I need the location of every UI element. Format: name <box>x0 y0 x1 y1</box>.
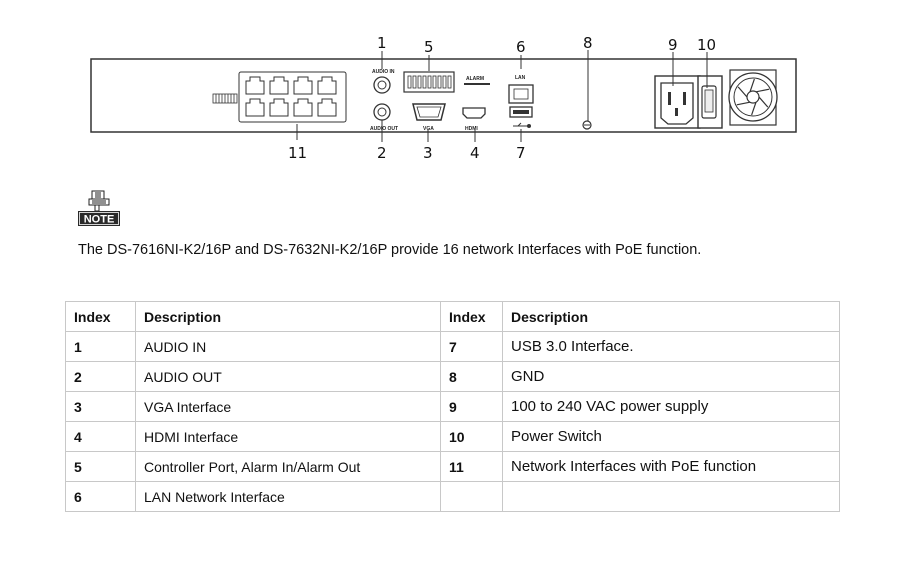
terminal-pin <box>447 75 452 89</box>
usb-icon <box>513 122 531 128</box>
audio-out-port: AUDIO OUT <box>370 103 398 132</box>
table-row: 1 AUDIO IN 7 USB 3.0 Interface. <box>65 331 840 362</box>
cell-description: 100 to 240 VAC power supply <box>502 391 840 422</box>
rj45-port <box>245 76 265 95</box>
cell-index: 4 <box>65 421 136 452</box>
terminal-pin <box>442 75 447 89</box>
cell-description: GND <box>502 361 840 392</box>
hdmi-label: HDMI <box>465 126 478 132</box>
cell-description: LAN Network Interface <box>135 481 441 512</box>
callout-11: 11 <box>288 144 307 162</box>
fan-blade <box>758 96 769 108</box>
cell-description: VGA Interface <box>135 391 441 422</box>
power-inlet <box>654 75 701 129</box>
rj45-port <box>317 98 337 117</box>
cell-description: Controller Port, Alarm In/Alarm Out <box>135 451 441 482</box>
cell-description <box>502 481 840 512</box>
terminal-pin <box>437 75 442 89</box>
callout-8: 8 <box>583 34 593 52</box>
callout-5: 5 <box>424 38 434 56</box>
fan-blade <box>751 102 757 116</box>
rj45-port <box>317 76 337 95</box>
rj45-port <box>245 98 265 117</box>
table-row: 6 LAN Network Interface <box>65 481 840 512</box>
table-row: 5 Controller Port, Alarm In/Alarm Out 11… <box>65 451 840 482</box>
usb-port <box>509 106 533 118</box>
fan-blade <box>737 86 748 98</box>
vga-port: VGA <box>412 103 446 132</box>
terminal-pin <box>417 75 422 89</box>
power-switch <box>697 75 723 129</box>
fan-blade <box>749 78 755 92</box>
terminal-pin <box>412 75 417 89</box>
hdmi-port: HDMI <box>462 107 486 132</box>
lan-label: LAN <box>515 75 526 81</box>
cell-index: 6 <box>65 481 136 512</box>
rj45-port <box>293 98 313 117</box>
rj45-port <box>293 76 313 95</box>
callout-numbers: 1 2 3 4 5 6 7 8 9 10 11 <box>288 34 716 162</box>
callout-2: 2 <box>377 144 387 162</box>
audio-out-label: AUDIO OUT <box>370 126 398 132</box>
callout-6: 6 <box>516 38 526 56</box>
cell-description: AUDIO OUT <box>135 361 441 392</box>
alarm-label: ALARM <box>466 76 484 82</box>
table-row: 4 HDMI Interface 10 Power Switch <box>65 421 840 452</box>
gnd-terminal <box>582 120 592 130</box>
callout-leaders <box>296 50 708 142</box>
cell-index: 5 <box>65 451 136 482</box>
cell-index: 3 <box>65 391 136 422</box>
note-text: The DS-7616NI-K2/16P and DS-7632NI-K2/16… <box>78 242 702 258</box>
audio-in-port: AUDIO IN <box>372 69 395 94</box>
header-description-2: Description <box>502 301 840 332</box>
header-description-1: Description <box>135 301 441 332</box>
audio-in-label: AUDIO IN <box>372 69 395 75</box>
callout-9: 9 <box>668 36 678 54</box>
cell-description: Network Interfaces with PoE function <box>502 451 840 482</box>
header-index-1: Index <box>65 301 136 332</box>
rj45-port <box>269 76 289 95</box>
cell-index: 1 <box>65 331 136 362</box>
alarm-terminal-block <box>403 71 455 93</box>
callout-7: 7 <box>516 144 526 162</box>
cooling-fan <box>728 69 778 126</box>
lan-port: LAN <box>508 75 534 104</box>
vga-label: VGA <box>423 126 434 132</box>
terminal-pin <box>407 75 412 89</box>
cell-description: HDMI Interface <box>135 421 441 452</box>
cell-index <box>440 481 503 512</box>
table-row: 2 AUDIO OUT 8 GND <box>65 361 840 392</box>
callout-1: 1 <box>377 34 387 52</box>
cell-description: Power Switch <box>502 421 840 452</box>
table-header-row: Index Description Index Description <box>65 301 840 332</box>
alarm-label-dots <box>464 83 490 85</box>
cell-description: AUDIO IN <box>135 331 441 362</box>
terminal-pin <box>422 75 427 89</box>
callout-3: 3 <box>423 144 433 162</box>
cell-index: 2 <box>65 361 136 392</box>
fan-blade <box>755 88 770 93</box>
note-badge-text: NOTE <box>84 214 115 226</box>
vent-grille <box>212 93 238 104</box>
callout-4: 4 <box>470 144 480 162</box>
cell-index: 7 <box>440 331 503 362</box>
header-index-2: Index <box>440 301 503 332</box>
cell-description: USB 3.0 Interface. <box>502 331 840 362</box>
fan-blade <box>736 101 751 106</box>
terminal-pin <box>427 75 432 89</box>
poe-network-ports <box>238 71 347 123</box>
cell-index: 9 <box>440 391 503 422</box>
note-icon: NOTE <box>78 190 120 226</box>
callout-10: 10 <box>697 36 716 54</box>
cell-index: 11 <box>440 451 503 482</box>
cell-index: 10 <box>440 421 503 452</box>
interface-table: Index Description Index Description 1 AU… <box>65 301 840 512</box>
rear-panel-diagram: AUDIO IN AUDIO OUT VGA ALARM HDMI LAN <box>90 34 797 162</box>
rj45-port <box>269 98 289 117</box>
table-row: 3 VGA Interface 9 100 to 240 VAC power s… <box>65 391 840 422</box>
terminal-pin <box>432 75 437 89</box>
cell-index: 8 <box>440 361 503 392</box>
